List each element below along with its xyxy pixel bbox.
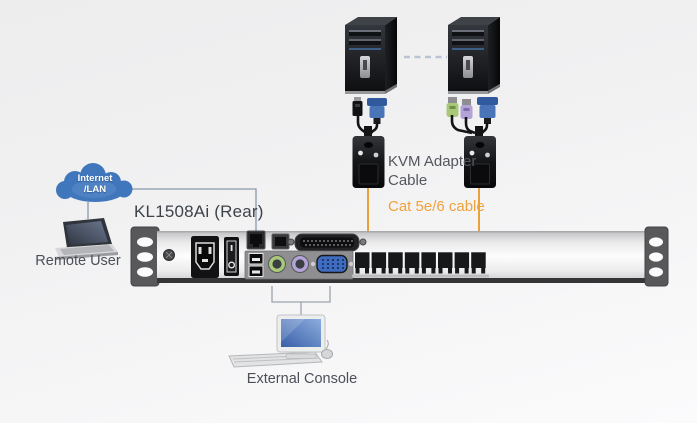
power-inlet-icon: [191, 236, 219, 278]
server-tower-1-icon: [345, 17, 397, 94]
kvm-adapter-2-icon: [464, 126, 496, 188]
usb-port-1-icon: [248, 253, 264, 265]
adapter-1-cables: [356, 114, 379, 135]
internet-lan-cloud-label: Internet /LAN: [58, 173, 132, 195]
lan-port-icon: [246, 230, 266, 250]
kvm-adapter-cable-label: KVM Adapter Cable: [388, 152, 476, 190]
ps2-keyboard-connector-icon: [446, 97, 459, 117]
internet-lan-cloud-icon: [56, 163, 133, 202]
power-switch-icon: [224, 237, 239, 276]
vga-port-icon: [309, 254, 354, 274]
cat-cable-label: Cat 5e/6 cable: [388, 198, 485, 215]
rj45-port-row: [355, 252, 486, 274]
remote-user-laptop-icon: [55, 218, 118, 260]
kvm-adapter-cable-label-line1: KVM Adapter: [388, 153, 477, 170]
secondary-port-icon: [271, 233, 290, 250]
cloud-label-line1: Internet: [77, 173, 113, 184]
rj45-port: [388, 252, 403, 274]
usb-port-2-icon: [248, 265, 264, 277]
kvm-adapter-cable-label-line2: Cable: [388, 172, 428, 189]
kvm-switch-device: [130, 226, 669, 287]
ground-screw-icon: [163, 249, 175, 261]
lan-connection-line: [121, 188, 257, 233]
kvm-adapter-1-icon: [352, 126, 385, 188]
rj45-port: [355, 252, 370, 274]
rj45-row-shadow: [352, 274, 489, 278]
console-bracket-line: [271, 286, 331, 316]
usb-connector-icon: [352, 97, 363, 116]
vga-connector-1-icon: [367, 98, 387, 124]
device-name-label: KL1508Ai (Rear): [134, 202, 264, 221]
rj45-port: [454, 252, 470, 274]
rj45-port: [421, 252, 436, 274]
rj45-port: [371, 252, 387, 274]
adapter-2-cables: [450, 115, 489, 135]
ps2-mouse-port-icon: [291, 255, 309, 273]
cloud-label-line2: /LAN: [83, 183, 107, 195]
remote-user-label: Remote User: [35, 253, 121, 269]
external-console-label: External Console: [246, 371, 358, 387]
ps2-keyboard-port-icon: [268, 255, 286, 273]
db25-port-icon: [287, 233, 367, 252]
rj45-port: [438, 252, 453, 274]
ps2-mouse-connector-icon: [460, 99, 473, 119]
server-tower-2-icon: [448, 17, 500, 94]
rj45-port: [471, 252, 486, 274]
rj45-port: [404, 252, 420, 274]
vga-connector-2-icon: [477, 97, 498, 124]
external-console-computer-icon: [228, 314, 333, 368]
